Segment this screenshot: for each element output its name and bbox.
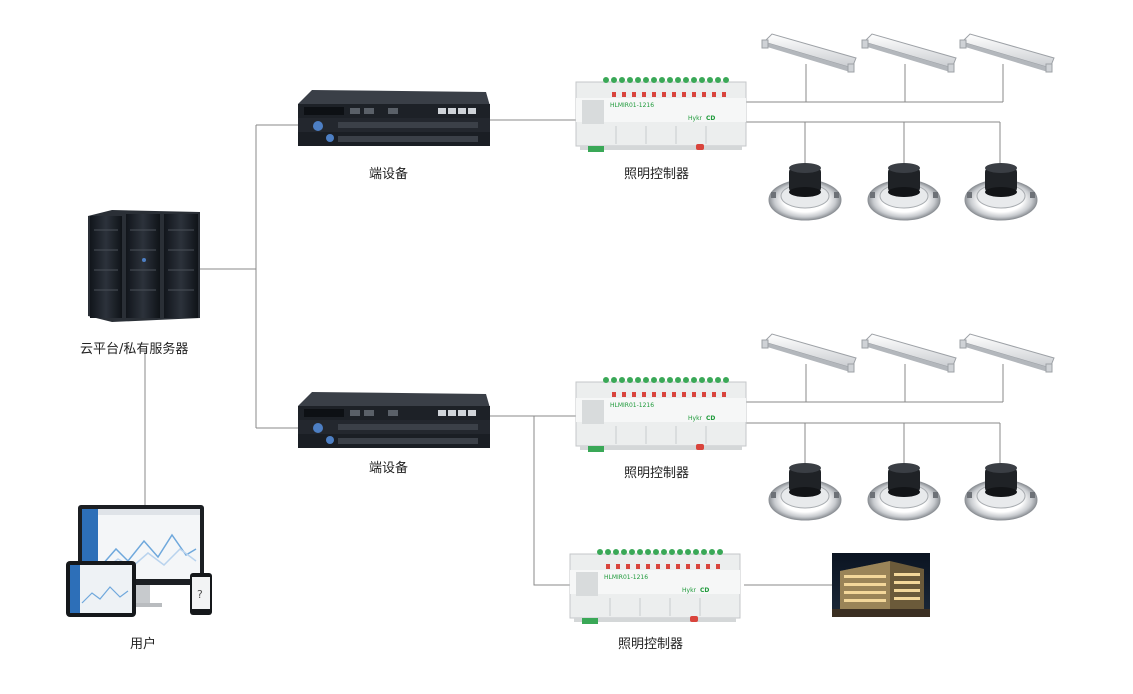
fluorescent-tube-icon bbox=[959, 33, 1055, 73]
server-rack-icon bbox=[88, 210, 200, 322]
controller-brand-text: Hykr bbox=[688, 115, 703, 122]
controller-label-1: 照明控制器 bbox=[624, 167, 690, 182]
fluorescent-tube-icon bbox=[861, 333, 957, 373]
fluorescent-tube-icon bbox=[761, 33, 857, 73]
downlight-icon bbox=[768, 462, 842, 521]
server-label: 云平台/私有服务器 bbox=[80, 342, 189, 357]
controller-model-text: HLMIR01-1216 bbox=[604, 574, 648, 581]
controller-label-3: 照明控制器 bbox=[618, 637, 684, 652]
downlight-icon bbox=[867, 162, 941, 221]
building-facade-icon bbox=[832, 553, 930, 617]
devices-icon: ? bbox=[66, 505, 212, 617]
lighting-controller-3: HLMIR01-1216 Hykr CD bbox=[569, 548, 741, 625]
lighting-controller-1: HLMIR01-1216 Hykr CD bbox=[575, 76, 747, 153]
downlight-icon bbox=[867, 462, 941, 521]
fluorescent-tube-icon bbox=[861, 33, 957, 73]
fluorescent-tube-icon bbox=[959, 333, 1055, 373]
controller-brand-text: Hykr bbox=[688, 415, 703, 422]
edge-device-bottom bbox=[298, 392, 490, 448]
user-label: 用户 bbox=[130, 637, 157, 652]
edge-device-label-top: 端设备 bbox=[369, 167, 409, 182]
connection-lines bbox=[144, 64, 1004, 586]
lighting-controller-2: HLMIR01-1216 Hykr CD bbox=[575, 376, 747, 453]
controller-brand-text: Hykr bbox=[682, 587, 697, 594]
controller-brand-mark: CD bbox=[700, 587, 709, 594]
downlight-icon bbox=[964, 462, 1038, 521]
fluorescent-tube-icon bbox=[761, 333, 857, 373]
controller-brand-mark: CD bbox=[706, 415, 715, 422]
downlight-icon bbox=[964, 162, 1038, 221]
controller-model-text: HLMIR01-1216 bbox=[610, 102, 654, 109]
controller-model-text: HLMIR01-1216 bbox=[610, 402, 654, 409]
edge-device-top bbox=[298, 90, 490, 146]
controller-brand-mark: CD bbox=[706, 115, 715, 122]
downlight-icon bbox=[768, 162, 842, 221]
controller-label-2: 照明控制器 bbox=[624, 466, 690, 481]
edge-device-label-bottom: 端设备 bbox=[369, 461, 409, 476]
svg-text:?: ? bbox=[197, 588, 203, 601]
